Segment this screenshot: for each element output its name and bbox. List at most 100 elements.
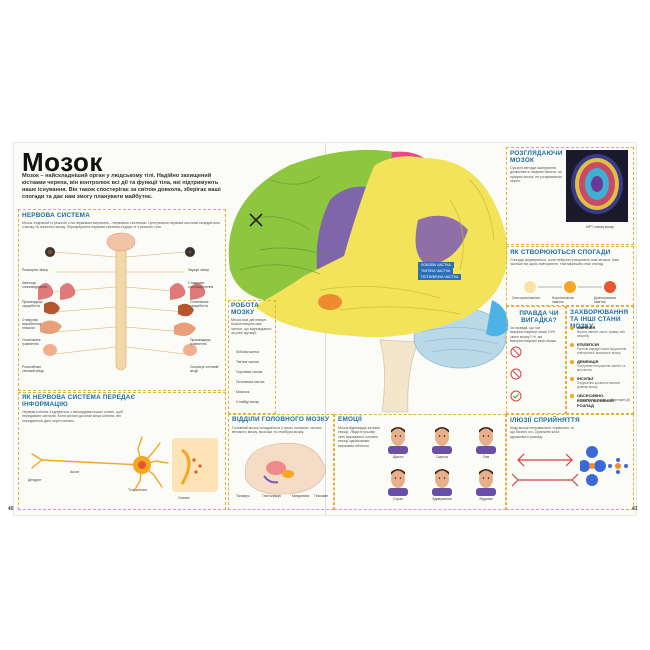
brain-work-heading: РОБОТА МОЗКУ	[231, 302, 260, 316]
face-2	[476, 427, 496, 454]
face-label: Щастя	[392, 455, 404, 459]
signals-heading: ЯК НЕРВОВА СИСТЕМА ПЕРЕДАЄ ІНФОРМАЦІЮ	[22, 394, 136, 408]
label-cerebellum: Мозочок	[236, 390, 250, 394]
disease-text: Поступове погіршення пам'яті та мислення…	[577, 364, 626, 372]
truth-box	[506, 306, 566, 414]
tag-frontal: ЛОБОВА ЧАСТКА	[418, 262, 454, 268]
diseases-heading: ЗАХВОРЮВАННЯ ТА ІНШІ СТАНИ МОЗКУ	[570, 309, 629, 330]
page-number-left: 40	[8, 506, 14, 512]
brain-work-box	[228, 300, 276, 414]
truth-text: Чи правда, що ми використовуємо лише 10%…	[510, 326, 558, 344]
label-cell-body: Тіло клітини	[128, 488, 148, 492]
scan-heading: РОЗГЛЯДАЮЧИ МОЗОК	[510, 150, 563, 164]
label-dilate-pupils: Розширює зіниці	[22, 268, 48, 272]
disease-bullet-icon	[570, 377, 574, 381]
face-label: Страх	[392, 497, 404, 501]
memory-heading: ЯК СТВОРЮЮТЬСЯ СПОГАДИ	[510, 249, 611, 256]
face-1	[432, 427, 452, 454]
label-hippocampus: Гіпокамп	[314, 494, 328, 498]
label-occipital: Потилична частка	[236, 380, 265, 384]
intro-text: Мозок – найскладніший орган у людському …	[22, 173, 221, 200]
disease-text: Нав'язливі думки та повторювані дії.	[577, 398, 631, 402]
scan-caption: МРТ-знімок мозку	[586, 225, 614, 229]
nervous-system-diagram	[38, 232, 206, 371]
face-3	[388, 469, 408, 496]
label-less-saliva: Зменшує слиновиділення	[22, 281, 48, 289]
label-slower-heartbeat: Сповільнює серцебиття	[190, 300, 209, 308]
arrow-illusion	[511, 453, 579, 487]
face-label: Здивування	[432, 497, 452, 501]
brain-illustration	[228, 149, 509, 413]
emotions-box	[334, 414, 506, 510]
disease-bullet-icon	[570, 394, 574, 398]
disease-name: ДЕМЕНЦІЯ	[577, 359, 599, 364]
label-contract-bladder: Скорочує сечовий міхур	[190, 365, 219, 373]
brain-parts-text: Головний мозок складається з трьох голов…	[232, 426, 323, 435]
label-slow-digestion: Сповільнює травлення	[22, 338, 41, 346]
memory-step-sensory: Сенсорна пам'ять	[512, 296, 541, 300]
memory-step-long: Довготривала пам'ять	[594, 296, 616, 304]
label-glucose: Стимулює вироблення глюкози	[22, 318, 41, 330]
brain-parts-box	[228, 414, 334, 510]
label-axon: Аксон	[70, 470, 80, 474]
truth-heading: ПРАВДА ЧИ ВИГАДКА?	[519, 310, 559, 324]
disease-text: Раптові напади через порушення електричн…	[577, 347, 627, 355]
label-fast-digestion: Пришвидшує травлення	[190, 338, 211, 346]
face-label: Гнів	[482, 455, 490, 459]
page-title: Мозок	[22, 147, 103, 177]
disease-name: ЕПІЛЕПСІЯ	[577, 342, 599, 347]
brain-section-diagram	[244, 442, 327, 495]
face-label: Відраза	[479, 497, 493, 501]
diseases-box	[566, 306, 634, 414]
tag-parietal: ТІМ'ЯНА ЧАСТКА	[418, 268, 454, 274]
scan-box	[506, 147, 634, 245]
disease-text: Втрата пам'яті через травму або хворобу.	[577, 330, 626, 338]
brain-parts-heading: ВІДДІЛИ ГОЛОВНОГО МОЗКУ	[232, 416, 330, 423]
face-5	[476, 469, 496, 496]
face-0	[388, 427, 408, 454]
brain-work-text: Мозок має дві півкулі. Кожна півкуля має…	[231, 318, 272, 336]
memory-text: Спогади формуються, коли нейрони утворюю…	[510, 258, 619, 267]
label-amygdala: Мигдалина	[292, 494, 310, 498]
page-number-right: 41	[632, 506, 638, 512]
disease-name: ІНСУЛЬТ	[577, 376, 594, 381]
disease-name: ОБСЕСИВНО-КОМПУЛЬСИВНИЙ РОЗЛАД	[577, 393, 614, 408]
label-temporal: Скронева частка	[236, 370, 263, 374]
label-dendrite: Дендрит	[28, 478, 42, 482]
disease-bullet-icon	[570, 360, 574, 364]
label-frontal: Лобова частка	[236, 350, 259, 354]
memory-box	[506, 246, 634, 306]
disease-text: Порушення кровопостачання ділянки мозку.	[577, 381, 621, 389]
signals-box	[18, 392, 226, 510]
nervous-system-heading: НЕРВОВА СИСТЕМА	[22, 212, 91, 219]
tag-occipital: ПОТИЛИЧНА ЧАСТКА	[418, 274, 462, 280]
label-constrict-pupils: Звужує зіниці	[188, 268, 209, 272]
disease-bullet-icon	[570, 326, 574, 330]
label-more-saliva: Стимулює слиновиділення	[188, 281, 214, 289]
label-parietal: Тім'яна частка	[236, 360, 259, 364]
nervous-system-text: Мозок з'єднаний із рештою тіла нервовою …	[22, 221, 220, 230]
disease-name: АМНЕЗІЯ	[577, 325, 596, 330]
label-faster-heartbeat: Пришвидшує серцебиття	[22, 300, 43, 308]
mri-scan-image	[566, 150, 628, 222]
illusions-box	[506, 414, 634, 510]
scan-text: Сучасні методи сканування дозволяють лік…	[510, 166, 562, 184]
nervous-system-box	[18, 209, 226, 391]
label-synapse: Синапс	[178, 496, 190, 500]
label-hypothalamus: Гіпоталамус	[262, 494, 282, 498]
label-thalamus: Таламус	[236, 494, 250, 498]
face-4	[432, 469, 452, 496]
illusions-heading: ІЛЮЗІЇ СПРИЙНЯТТЯ	[510, 417, 580, 424]
signals-text: Нервові клітини з'єднуються з мільярдами…	[22, 410, 124, 423]
illusions-text: Іноді мозок неправильно тлумачить те, що…	[510, 426, 576, 439]
memory-steps	[524, 281, 616, 293]
memory-step-short: Короткочасна пам'ять	[552, 296, 574, 304]
emotions-heading: ЕМОЦІЇ	[338, 416, 362, 423]
truth-icons	[510, 346, 522, 402]
circles-illusion	[580, 446, 628, 486]
label-relax-bladder: Розслаблює сечовий міхур	[22, 365, 44, 373]
disease-bullet-icon	[570, 343, 574, 347]
face-label: Смуток	[435, 455, 449, 459]
emotions-text: Мозок відповідає за ваші емоції. Люди в …	[338, 426, 380, 448]
neuron-diagram	[31, 436, 218, 492]
